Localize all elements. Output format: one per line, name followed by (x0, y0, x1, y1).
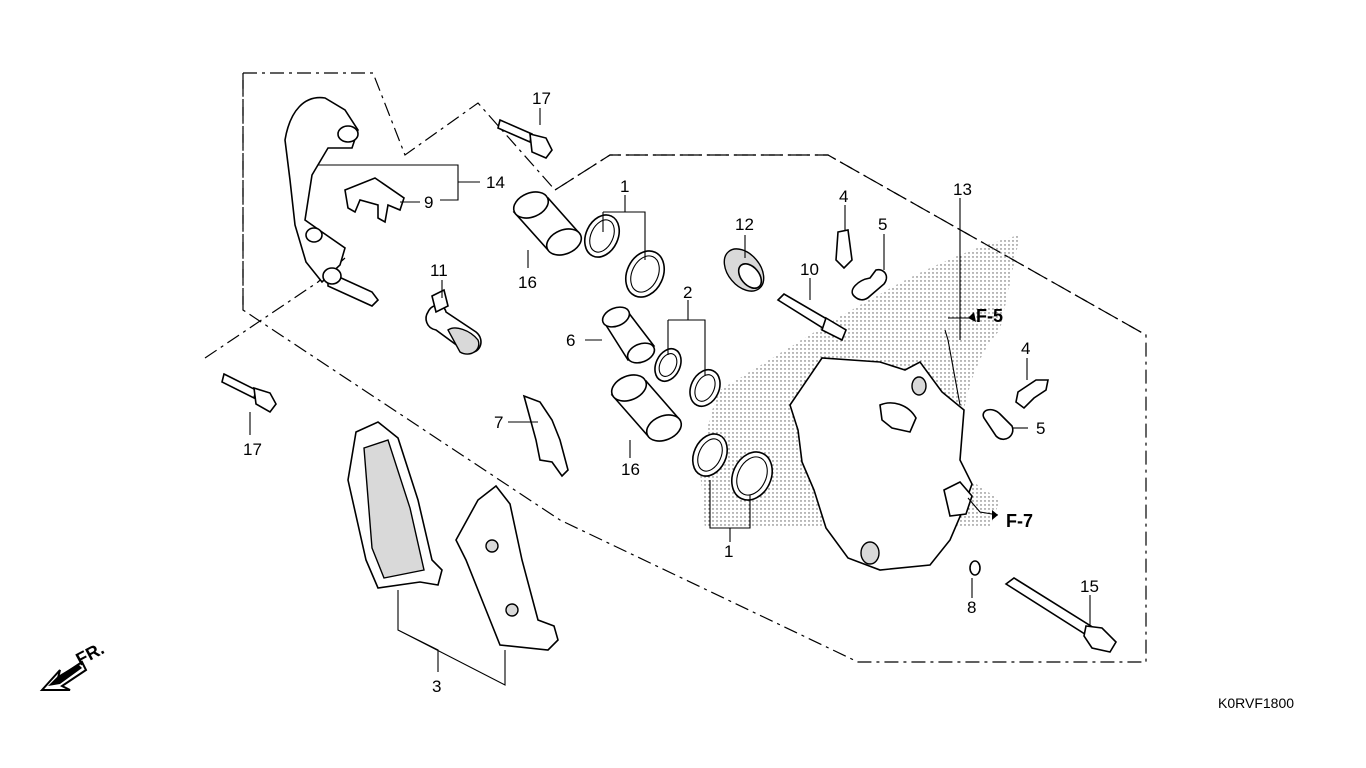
f7-arrow-icon (992, 510, 998, 520)
callout-4-lower: 4 (1021, 339, 1030, 358)
callout-5-upper: 5 (878, 215, 887, 234)
callout-14: 14 (486, 173, 505, 192)
piston-upper (512, 191, 583, 256)
hanger-pin (1004, 577, 1118, 653)
f5-arrow-icon (968, 312, 976, 322)
callout-8: 8 (967, 598, 976, 617)
callout-11: 11 (430, 261, 448, 280)
callout-17-upper: 17 (532, 89, 551, 108)
bolt-lower (221, 372, 277, 414)
brake-pad-inner (455, 484, 559, 651)
callout-6: 6 (566, 331, 575, 350)
callout-10: 10 (800, 260, 819, 279)
piston-seals-middle (654, 347, 721, 408)
ref-f7: F-7 (1006, 511, 1033, 531)
front-arrow-icon (39, 660, 88, 691)
brake-pad-outer (347, 421, 443, 589)
bleeder-cap-lower (982, 408, 1014, 441)
piston-seals-upper (583, 214, 666, 298)
piston-seals-lower (691, 433, 774, 501)
caliper-body (789, 357, 973, 571)
ref-f5: F-5 (976, 306, 1003, 326)
callout-13: 13 (953, 180, 972, 199)
bleeder-screw-upper (835, 229, 853, 270)
slide-pin (425, 288, 482, 355)
pad-spring (344, 177, 405, 224)
callout-3: 3 (432, 677, 441, 696)
callout-16-upper: 16 (518, 273, 537, 292)
catalog-code: K0RVF1800 (1218, 695, 1294, 711)
callout-5-lower: 5 (1036, 419, 1045, 438)
bleeder-cap-upper (851, 268, 888, 301)
callout-15: 15 (1080, 577, 1099, 596)
leader-lines (249, 108, 1091, 686)
caliper-bracket (284, 96, 380, 307)
callout-2: 2 (683, 283, 692, 302)
callout-1-upper: 1 (620, 177, 629, 196)
callout-17-lower: 17 (243, 440, 262, 459)
pad-pin (776, 292, 847, 342)
bleeder-cap (723, 248, 765, 292)
pad-retainer (522, 394, 569, 478)
piston-lower (610, 374, 683, 442)
callout-9: 9 (424, 193, 433, 212)
piston-small (601, 306, 656, 364)
callout-12: 12 (735, 215, 754, 234)
bolt-upper (497, 118, 553, 159)
callout-7: 7 (494, 413, 503, 432)
bleeder-screw-lower (1015, 379, 1049, 410)
callout-1-lower: 1 (724, 542, 733, 561)
washer (969, 560, 981, 576)
bolt-17-lower-leader-dash (204, 257, 346, 359)
callout-4-upper: 4 (839, 187, 848, 206)
callout-16-lower: 16 (621, 460, 640, 479)
